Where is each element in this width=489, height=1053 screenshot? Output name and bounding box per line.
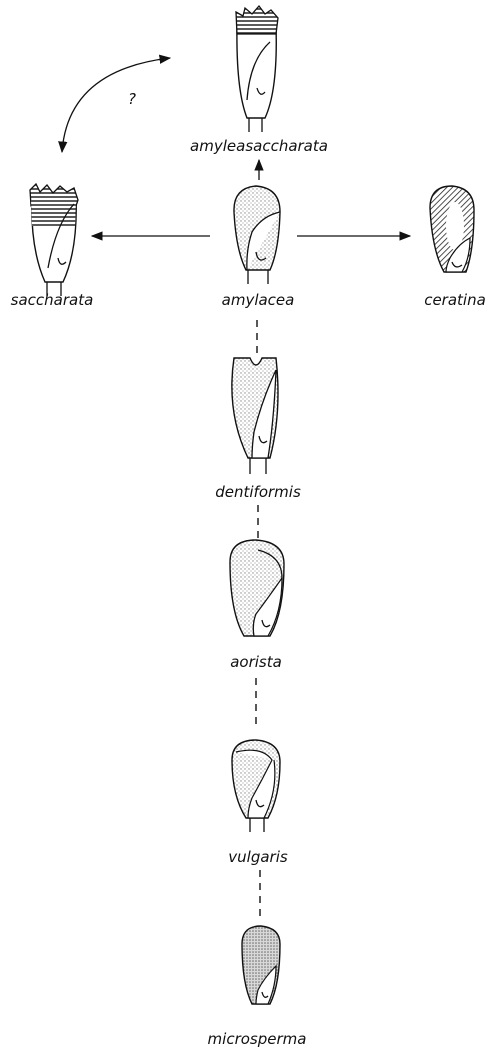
label-microsperma: microsperma (208, 1030, 307, 1048)
kernel-ceratina (430, 186, 474, 272)
label-aorista: aorista (230, 653, 282, 671)
label-amylacea: amylacea (222, 291, 295, 309)
question-mark: ? (128, 90, 136, 108)
kernel-amylacea (234, 186, 280, 284)
kernel-aorista (230, 540, 284, 636)
label-vulgaris: vulgaris (228, 848, 288, 866)
label-dentiformis: dentiformis (215, 483, 301, 501)
kernel-saccharata (30, 184, 78, 296)
kernel-vulgaris (232, 740, 280, 832)
kernel-amyleasaccharata (236, 6, 278, 132)
kernel-microsperma (242, 926, 280, 1004)
curved-double-arrow (62, 58, 170, 152)
label-saccharata: saccharata (11, 291, 94, 309)
kernel-dentiformis (232, 358, 278, 474)
label-ceratina: ceratina (424, 291, 486, 309)
label-amyleasaccharata: amyleasaccharata (190, 137, 328, 155)
